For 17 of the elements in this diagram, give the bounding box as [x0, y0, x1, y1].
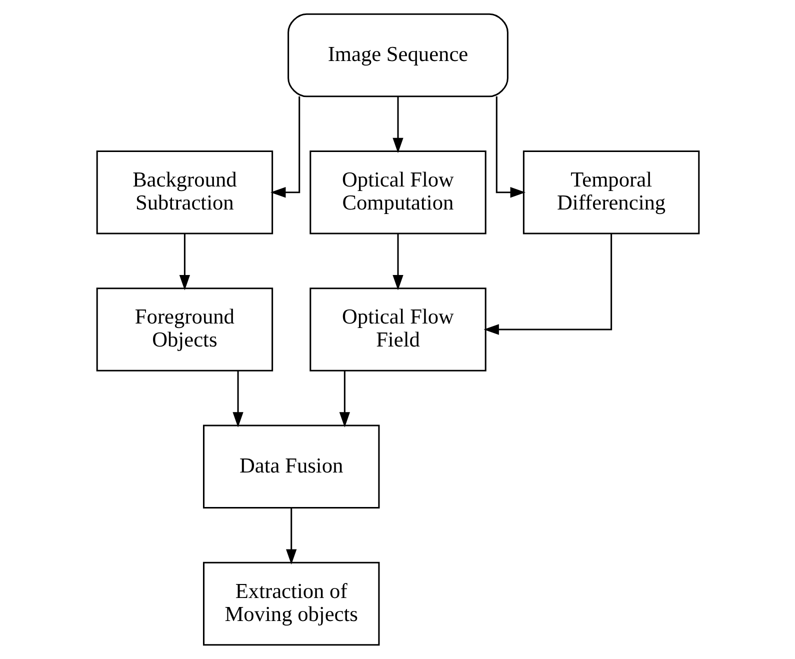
arrow: [495, 96, 526, 198]
node-box: Extraction of Moving objects: [202, 562, 380, 646]
node-box: Background Subtraction: [96, 150, 273, 234]
arrow: [338, 370, 350, 428]
arrow: [270, 96, 300, 198]
node-box: Data Fusion: [202, 424, 380, 509]
arrow: [232, 370, 243, 428]
arrow: [286, 508, 296, 564]
node-box: Optical Flow Computation: [309, 150, 486, 234]
arrow: [392, 234, 403, 290]
arrow: [483, 234, 612, 335]
node-box: Temporal Differencing: [522, 150, 700, 234]
node-box: Optical Flow Field: [309, 288, 486, 372]
node-box: Foreground Objects: [96, 288, 273, 372]
node-box: Image Sequence: [287, 13, 508, 98]
arrow: [392, 96, 403, 154]
arrow: [178, 234, 190, 290]
